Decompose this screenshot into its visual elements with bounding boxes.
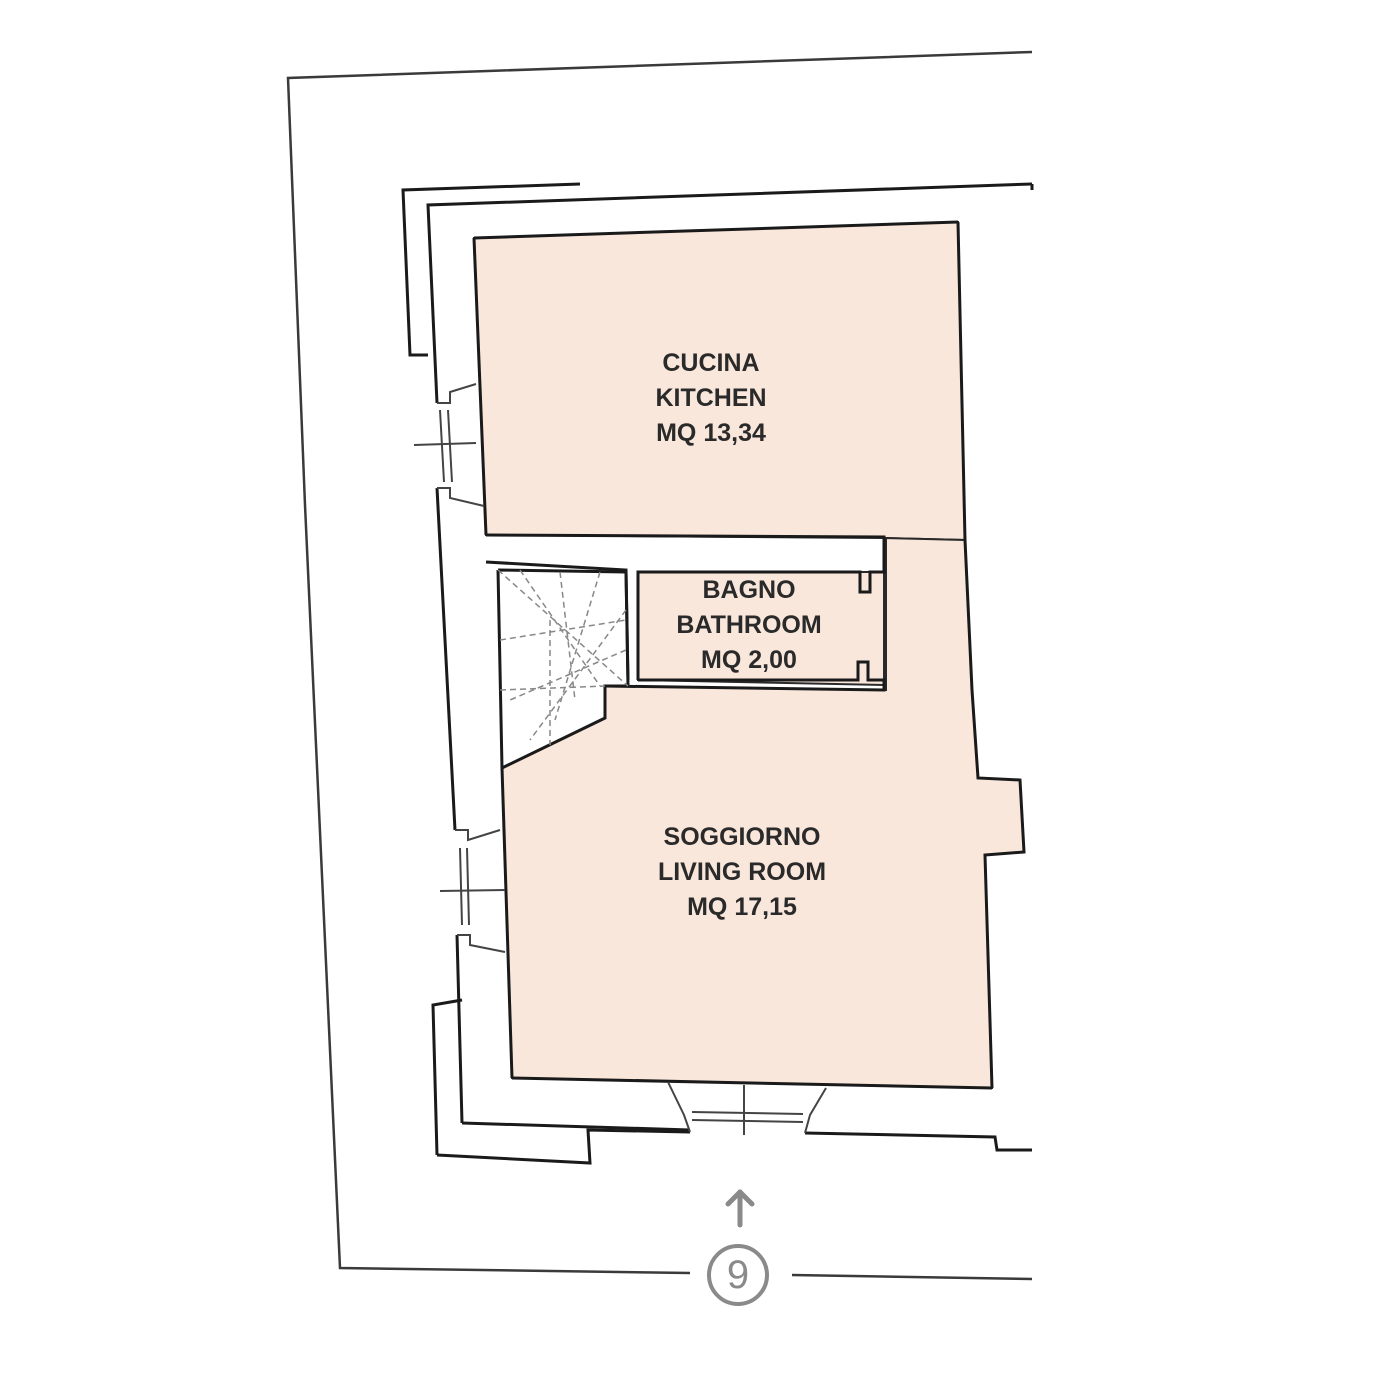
walls: [401, 182, 1034, 1165]
windows: [413, 383, 827, 1135]
living-room-window: [439, 829, 506, 953]
bathroom-name-it: BAGNO: [702, 576, 796, 604]
kitchen-label: CUCINA KITCHEN MQ 13,34: [655, 346, 766, 451]
kitchen-name-en: KITCHEN: [655, 384, 767, 412]
entrance-number-badge: 9: [707, 1244, 769, 1306]
site-outline: [286, 50, 1033, 1281]
entrance-door: [667, 1081, 827, 1135]
bathroom-label: BAGNO BATHROOM MQ 2,00: [676, 573, 821, 678]
kitchen-area: MQ 13,34: [656, 419, 766, 447]
living-room-label: SOGGIORNO LIVING ROOM MQ 17,15: [658, 820, 826, 925]
living-room-name-en: LIVING ROOM: [657, 858, 827, 886]
arrow-up-icon: [725, 1189, 755, 1228]
kitchen-name-it: CUCINA: [662, 349, 760, 377]
living-room-area: MQ 17,15: [687, 893, 797, 921]
bathroom-area: MQ 2,00: [701, 646, 797, 674]
living-room-name-it: SOGGIORNO: [663, 823, 821, 851]
bathroom-name-en: BATHROOM: [676, 611, 822, 639]
kitchen-window: [413, 383, 485, 507]
staircase: [497, 569, 629, 745]
room-fills: [472, 220, 1026, 1090]
